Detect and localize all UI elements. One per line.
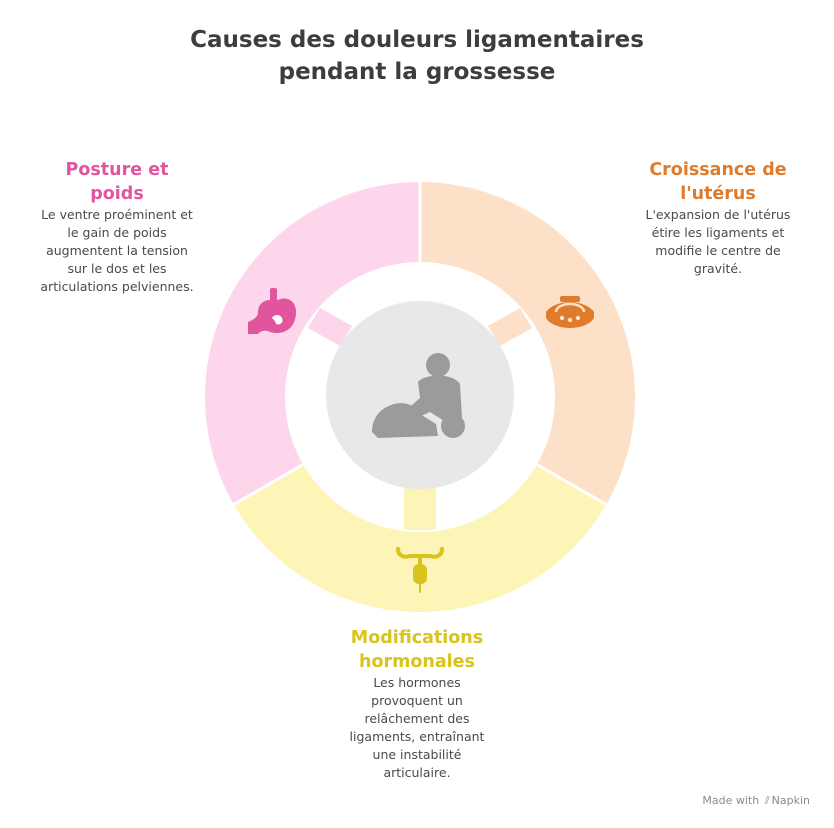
stomach-icon <box>248 288 296 334</box>
segment-uterus <box>420 182 636 505</box>
segment-dividers <box>233 180 607 506</box>
posture-desc-line: articulations pelviennes. <box>40 279 194 294</box>
segment-posture <box>204 182 420 505</box>
posture-desc-line: le gain de poids <box>67 225 167 240</box>
title-line-2: pendant la grossesse <box>278 59 556 85</box>
uterus-title-line: Croissance de <box>649 160 787 180</box>
posture-desc-line: sur le dos et les <box>67 261 167 276</box>
napkin-logo-icon: ⫽ <box>764 794 770 807</box>
segment-hormones <box>233 464 607 613</box>
section-uterus-title: Croissance de l'utérus <box>628 158 808 206</box>
section-hormones-title: Modifications hormonales <box>312 626 522 674</box>
hormones-desc-line: articulaire. <box>383 765 451 780</box>
posture-desc-line: Le ventre proéminent et <box>41 207 193 222</box>
section-hormones-description: Les hormones provoquent un relâchement d… <box>312 674 522 782</box>
section-posture-title: Posture et poids <box>22 158 212 206</box>
hormones-title-line: hormonales <box>359 652 475 672</box>
massage-icon <box>372 353 465 438</box>
made-with-label: Made with <box>702 794 760 807</box>
title-line-1: Causes des douleurs ligamentaires <box>190 27 644 53</box>
napkin-brand: Napkin <box>771 794 810 807</box>
iud-icon <box>396 547 444 593</box>
uterus-desc-line: modifie le centre de <box>655 243 781 258</box>
section-posture: Posture et poids Le ventre proéminent et… <box>22 158 212 296</box>
uterus-desc-line: étire les ligaments et <box>651 225 785 240</box>
uterus-title-line: l'utérus <box>680 184 756 204</box>
spoke-hormones <box>404 488 436 530</box>
uterus-desc-line: L'expansion de l'utérus <box>645 207 791 222</box>
section-uterus: Croissance de l'utérus L'expansion de l'… <box>628 158 808 278</box>
hormones-desc-line: provoquent un <box>371 693 463 708</box>
spoke-uterus <box>488 308 532 346</box>
diagram-title: Causes des douleurs ligamentaires pendan… <box>117 24 717 88</box>
ultrasound-icon <box>546 296 594 328</box>
hormones-title-line: Modifications <box>350 628 484 648</box>
posture-desc-line: augmentent la tension <box>46 243 188 258</box>
section-uterus-description: L'expansion de l'utérus étire les ligame… <box>628 206 808 278</box>
uterus-desc-line: gravité. <box>693 261 743 276</box>
hormones-desc-line: une instabilité <box>372 747 462 762</box>
spoke-posture <box>308 308 352 346</box>
section-posture-description: Le ventre proéminent et le gain de poids… <box>22 206 212 296</box>
hormones-desc-line: relâchement des <box>364 711 470 726</box>
posture-title-line: Posture et <box>65 160 169 180</box>
hormones-desc-line: ligaments, entraînant <box>349 729 485 744</box>
hormones-desc-line: Les hormones <box>373 675 461 690</box>
posture-title-line: poids <box>90 184 144 204</box>
section-hormones: Modifications hormonales Les hormones pr… <box>312 626 522 782</box>
made-with-napkin: Made with ⫽Napkin <box>702 794 810 808</box>
